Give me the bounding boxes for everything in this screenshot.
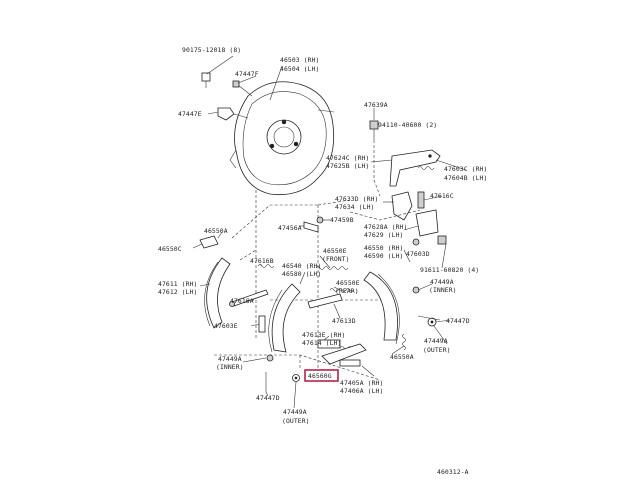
bolt-47447F-part xyxy=(232,80,253,97)
label-47603C[interactable]: 47603C (RH) xyxy=(444,165,487,173)
label-inner-l[interactable]: (INNER) xyxy=(216,363,244,371)
adjuster-47405A-part xyxy=(321,343,367,367)
label-46550A-r[interactable]: 46550A xyxy=(390,353,414,361)
label-47612[interactable]: 47612 (LH) xyxy=(158,288,197,296)
bolt-90175-part xyxy=(201,72,211,88)
pin-47449A-outer-l-part xyxy=(292,374,300,382)
pin-47449A-inner-r-part xyxy=(412,286,420,294)
label-47611[interactable]: 47611 (RH) xyxy=(158,280,197,288)
label-47449A-inner-r[interactable]: 47449A xyxy=(430,278,454,286)
label-47634[interactable]: 47634 (LH) xyxy=(335,203,374,211)
leader-lines xyxy=(192,55,467,409)
brake-shoe-46550-part xyxy=(363,271,400,345)
label-47639A[interactable]: 47639A xyxy=(364,101,388,109)
label-46590[interactable]: 46590 (LH) xyxy=(364,252,403,260)
parts-drawing xyxy=(199,72,447,392)
label-47449A-outer-r[interactable]: 47449A xyxy=(424,337,448,345)
label-47406A[interactable]: 47406A (LH) xyxy=(340,387,383,395)
label-46550E-front[interactable]: 46550E xyxy=(323,247,347,255)
clip-47603E-part xyxy=(258,315,266,333)
retainer-47603D-part xyxy=(412,238,420,246)
label-47613D[interactable]: 47613D xyxy=(332,317,356,325)
label-47447D-r[interactable]: 47447D xyxy=(446,317,470,325)
diagram-reference-number: 460312-A xyxy=(437,468,469,476)
nut-91611-part xyxy=(437,235,447,245)
label-47614[interactable]: 47614 (LH) xyxy=(302,339,341,347)
clip-46550C-part xyxy=(199,235,219,249)
label-46503[interactable]: 46503 (RH) xyxy=(280,56,319,64)
label-47616B[interactable]: 47616B xyxy=(250,257,274,265)
label-91611[interactable]: 91611-60820 (4) xyxy=(420,266,479,274)
label-47603D[interactable]: 47603D xyxy=(406,250,430,258)
spring-46550E-rear-part xyxy=(329,288,355,292)
label-47603E[interactable]: 47603E xyxy=(214,322,238,330)
cable-47616A-part xyxy=(229,289,269,307)
label-front[interactable]: (FRONT) xyxy=(322,255,350,263)
spring-46550E-front-part xyxy=(315,266,349,270)
pin-47456A-part xyxy=(303,221,319,233)
part-labels: 90175-12018 (8) 46503 (RH) 46504 (LH) 47… xyxy=(158,46,487,476)
label-outer-r[interactable]: (OUTER) xyxy=(423,346,451,354)
label-rear[interactable]: (REAR) xyxy=(335,287,359,295)
label-46550A-tl[interactable]: 46550A xyxy=(204,227,228,235)
pin-47449A-inner-l-part xyxy=(266,354,274,362)
label-47456A[interactable]: 47456A xyxy=(278,224,302,232)
label-46504[interactable]: 46504 (LH) xyxy=(280,65,319,73)
spring-47603C-part xyxy=(417,166,435,170)
pin-47447D-r-part xyxy=(417,315,441,321)
label-47447F[interactable]: 47447F xyxy=(235,70,259,78)
brake-shoe-47611-part xyxy=(204,257,231,329)
adjuster-47628A-part xyxy=(415,209,439,237)
bolt-47639A-part xyxy=(369,120,379,140)
label-46550[interactable]: 46550 (RH) xyxy=(364,244,403,252)
label-47616C[interactable]: 47616C xyxy=(430,192,454,200)
spring-46550A-r-part xyxy=(402,333,406,351)
label-47405A[interactable]: 47405A (RH) xyxy=(340,379,383,387)
label-47447D-l[interactable]: 47447D xyxy=(256,394,280,402)
label-outer-l[interactable]: (OUTER) xyxy=(282,417,310,425)
label-47613E[interactable]: 47613E (RH) xyxy=(302,331,345,339)
label-90175[interactable]: 90175-12018 (8) xyxy=(182,46,241,54)
label-94110[interactable]: 94110-40600 (2) xyxy=(378,121,437,129)
strut-47613-part xyxy=(307,293,343,309)
backing-plate-part xyxy=(229,81,335,196)
brake-shoe-46540-part xyxy=(268,283,301,353)
label-47449A-outer-l[interactable]: 47449A xyxy=(283,408,307,416)
strut-47633D-part xyxy=(391,191,413,221)
bracket-47447E-part xyxy=(217,107,249,121)
label-47447E[interactable]: 47447E xyxy=(178,110,202,118)
label-inner-r[interactable]: (INNER) xyxy=(429,286,457,294)
bolt-47616C-part xyxy=(417,191,425,209)
highlight-box-46560G xyxy=(304,369,339,382)
label-46540[interactable]: 46540 (RH) xyxy=(282,262,321,270)
label-46550E-rear[interactable]: 46550E xyxy=(336,279,360,287)
label-47616A[interactable]: 47616A xyxy=(230,297,254,305)
label-47633D[interactable]: 47633D (RH) xyxy=(335,195,378,203)
label-47449A-inner-l[interactable]: 47449A xyxy=(218,355,242,363)
label-47628A[interactable]: 47628A (RH) xyxy=(364,223,407,231)
label-46550C[interactable]: 46550C xyxy=(158,245,182,253)
lever-47624C-part xyxy=(389,149,441,187)
label-47459B[interactable]: 47459B xyxy=(330,216,354,224)
label-47604B[interactable]: 47604B (LH) xyxy=(444,174,487,182)
label-46580[interactable]: 46580 (LH) xyxy=(282,270,321,278)
pin-47449A-outer-r-part xyxy=(427,317,437,327)
label-47629[interactable]: 47629 (LH) xyxy=(364,231,403,239)
label-47625B[interactable]: 47625B (LH) xyxy=(326,162,369,170)
label-46560G[interactable]: 46560G xyxy=(308,372,332,380)
label-47624C[interactable]: 47624C (RH) xyxy=(326,154,369,162)
